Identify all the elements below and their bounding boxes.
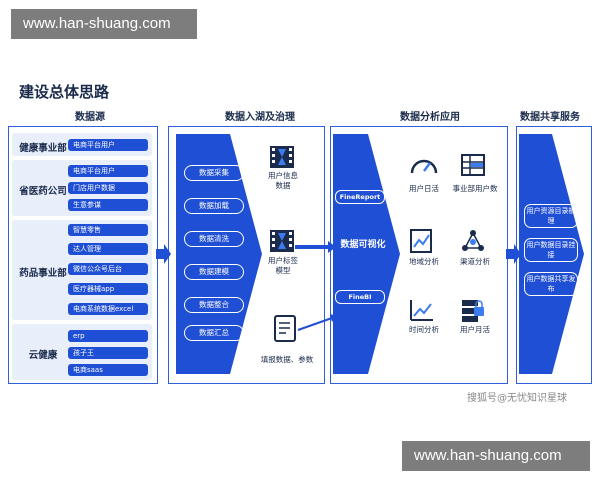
- analysis-label: 渠道分析: [460, 257, 490, 266]
- trend-line-icon: [410, 300, 433, 321]
- share-chevron: [519, 134, 584, 374]
- heading-ingest: 数据入湖及治理: [225, 112, 295, 123]
- group-label-province: 省医药公司: [19, 186, 67, 197]
- source-item: 智慧零售: [68, 224, 148, 236]
- document-edit-icon: [274, 315, 296, 342]
- label-user-info: 用户信息数据: [268, 171, 298, 190]
- page-title: 建设总体思路: [19, 83, 110, 101]
- source-item: 电商平台用户: [68, 165, 148, 177]
- process-step: 数据汇总: [184, 325, 244, 341]
- group-label-health: 健康事业部: [19, 143, 67, 154]
- process-step: 数据采集: [184, 165, 244, 181]
- label-manual-fill: 填报数据、参数: [260, 355, 314, 364]
- source-item: 生意参谋: [68, 199, 148, 211]
- table-grid-icon: [461, 154, 485, 176]
- arrow-right-icon: [156, 244, 171, 264]
- process-step: 数据清洗: [184, 231, 244, 247]
- heading-sources: 数据源: [75, 112, 105, 123]
- analysis-label: 用户月活: [460, 325, 490, 334]
- tool-finebi: FineBI: [335, 290, 385, 304]
- tool-finereport: FineReport: [335, 190, 385, 204]
- label-user-tag: 用户标签模型: [268, 256, 298, 275]
- share-item: 用户资源目录梳理: [524, 204, 578, 228]
- share-item: 用户数据共享发布: [524, 272, 578, 296]
- share-item: 用户数据目录挂接: [524, 238, 578, 262]
- analysis-label: 用户日活: [409, 184, 439, 193]
- source-item: 孩子王: [68, 347, 148, 359]
- ingest-chevron: [176, 134, 262, 374]
- server-lock-icon: [462, 300, 484, 322]
- analysis-label: 时间分析: [409, 325, 439, 334]
- source-item: 门店用户数据: [68, 182, 148, 194]
- group-label-pharma: 药品事业部: [19, 268, 67, 279]
- watermark-top: www.han-shuang.com: [11, 9, 197, 39]
- source-item: 电商saas: [68, 364, 148, 376]
- process-step: 数据建模: [184, 264, 244, 280]
- heading-analysis: 数据分析应用: [400, 112, 460, 123]
- process-step: 数据整合: [184, 297, 244, 313]
- process-step: 数据加载: [184, 198, 244, 214]
- label-visualization: 数据可视化: [340, 240, 386, 250]
- film-icon: [270, 146, 294, 168]
- analysis-chevron: [333, 134, 400, 374]
- analysis-label: 事业部用户数: [452, 184, 498, 193]
- map-chart-icon: [410, 229, 432, 253]
- source-item: 医疗器械app: [68, 283, 148, 295]
- network-icon: [462, 230, 484, 251]
- source-item: 电商系统数据excel: [68, 303, 148, 315]
- gauge-icon: [410, 159, 438, 174]
- source-item: 达人管理: [68, 243, 148, 255]
- heading-share: 数据共享服务: [520, 112, 580, 123]
- source-item: 微信公众号后台: [68, 263, 148, 275]
- analysis-label: 地域分析: [409, 257, 439, 266]
- film-icon: [270, 230, 294, 252]
- arrow-right-icon: [506, 244, 521, 264]
- source-item: erp: [68, 330, 148, 342]
- group-label-cloud: 云健康: [28, 350, 58, 361]
- source-item: 电商平台用户: [68, 139, 148, 151]
- watermark-bottom: www.han-shuang.com: [402, 441, 590, 471]
- source-credit: 搜狐号@无忧知识星球: [467, 393, 567, 404]
